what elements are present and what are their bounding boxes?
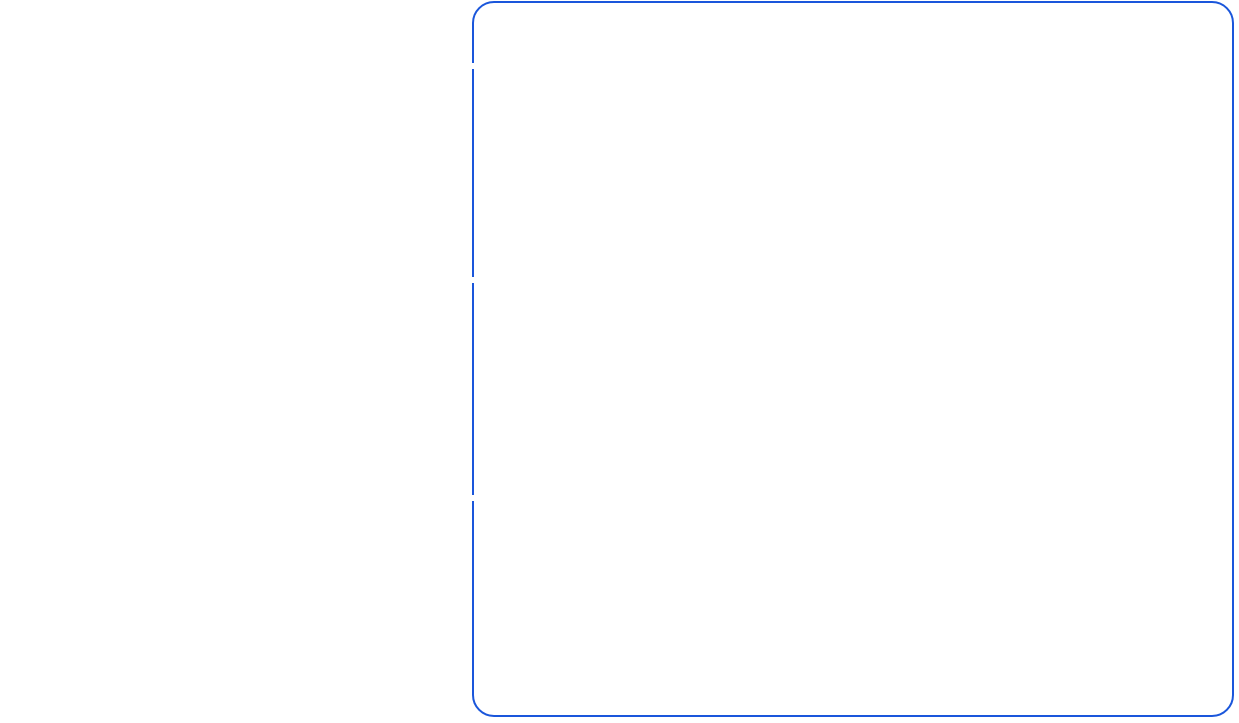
focused-content-panel[interactable]	[471, 1, 1234, 717]
panel-edge-marker	[471, 63, 475, 69]
panel-edge-marker	[471, 495, 475, 501]
blank-left-area	[0, 0, 471, 723]
panel-edge-marker	[471, 277, 475, 283]
